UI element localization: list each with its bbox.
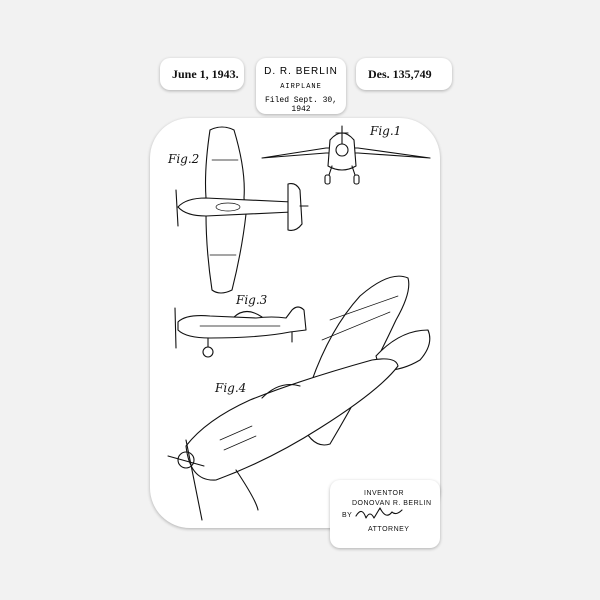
title-sticker bbox=[256, 58, 346, 114]
date-sticker bbox=[160, 58, 244, 90]
patent-number: Des. 135,749 bbox=[368, 67, 432, 81]
fig4-label: Fig.4 bbox=[215, 381, 247, 395]
inventor-label: INVENTOR bbox=[364, 490, 405, 497]
attorney-signature-drawing bbox=[355, 507, 403, 519]
fig3-label: Fig.3 bbox=[236, 293, 268, 307]
patent-number-sticker bbox=[356, 58, 452, 90]
inventor-full-name: DONOVAN R. BERLIN bbox=[352, 500, 432, 507]
fig2-label: Fig.2 bbox=[168, 152, 200, 166]
patent-title: AIRPLANE bbox=[280, 83, 322, 91]
filed-date: Filed Sept. 30, 1942 bbox=[264, 96, 337, 114]
attorney-label: ATTORNEY bbox=[368, 526, 410, 533]
fig4-perspective-drawing bbox=[167, 275, 431, 521]
by-label: BY bbox=[342, 512, 353, 519]
patent-date: June 1, 1943. bbox=[172, 67, 239, 81]
fig1-label: Fig.1 bbox=[370, 124, 402, 138]
fig1-front-view-drawing bbox=[261, 125, 431, 185]
fig2-top-view-drawing bbox=[175, 126, 309, 294]
inventor-name-header: D. R. BERLIN bbox=[264, 66, 338, 77]
patent-title-block: D. R. BERLIN AIRPLANE Filed Sept. 30, 19… bbox=[258, 66, 344, 114]
fig3-side-view-drawing bbox=[174, 306, 307, 358]
